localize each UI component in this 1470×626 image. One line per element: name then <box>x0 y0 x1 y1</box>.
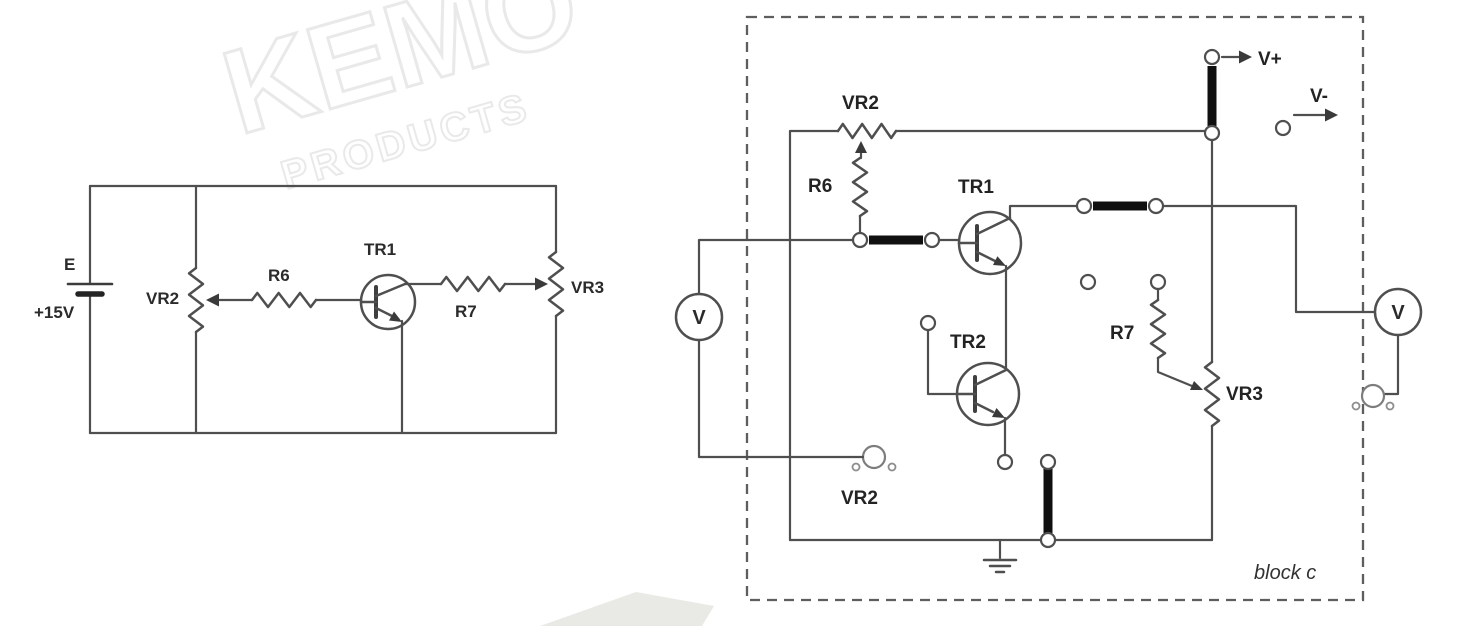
right-voltmeter-label: V <box>1391 302 1405 324</box>
r6-label: R6 <box>268 266 290 285</box>
r6-resistor-zigzag <box>250 291 318 309</box>
v-minus-arrowhead <box>1325 108 1338 122</box>
right-voltmeter-body <box>1373 287 1423 337</box>
bottom-link-bar-group <box>1039 453 1057 549</box>
tr2-emitter-lead <box>973 401 995 414</box>
ground-symbol <box>982 538 1018 574</box>
tr1-transistor-symbol <box>359 273 417 331</box>
left-meter-top-wire <box>697 238 855 296</box>
block-diagram: V+ V- VR3 VR2 R6 <box>674 15 1423 602</box>
tr2-base-terminal <box>919 314 937 332</box>
v-plus-terminal <box>1203 48 1221 66</box>
v-plus-label: V+ <box>1258 49 1282 70</box>
tr1-collector-up-wire <box>1008 204 1079 220</box>
vr2-top-zigzag <box>836 122 898 140</box>
vr3-pot-pin-right <box>1385 401 1395 411</box>
left-voltmeter-label: V <box>692 307 706 329</box>
right-meter-bottom-wire <box>1382 333 1400 396</box>
vr2-wiper-arrowhead <box>206 293 219 307</box>
vr3-pot-pin-left <box>1351 401 1361 411</box>
r6-zigzag-block <box>851 156 869 218</box>
block-dashed-border <box>745 15 1365 602</box>
r6-label-block: R6 <box>808 176 832 197</box>
v-minus-terminal-group: V- <box>1274 86 1338 137</box>
top-link-bar-lower-terminal <box>1203 124 1221 142</box>
base-link-left-terminal <box>851 231 869 249</box>
tr1-label: TR1 <box>364 240 396 259</box>
vr3-pot-body-group <box>1351 383 1395 411</box>
collector-link-right-terminal <box>1147 197 1165 215</box>
scan-smudge <box>540 592 714 626</box>
vr3-wiper-arrowhead-block <box>1190 381 1203 390</box>
vr2-bottom-label: VR2 <box>841 488 878 509</box>
tr1-emitter-arrowhead <box>389 311 402 322</box>
left-voltmeter-group: V <box>674 238 865 459</box>
tr2-base-terminal-wire <box>926 328 959 396</box>
vr2-pot-pin-left <box>851 462 861 472</box>
collector-link-bar-group <box>1075 197 1165 215</box>
tr1-label-block: TR1 <box>958 177 994 198</box>
vr3-resistor-zigzag-block <box>1203 360 1221 428</box>
vr2-pot-pin-right <box>887 462 897 472</box>
block-c-label: block c <box>1254 562 1316 584</box>
tr1-collector-lead <box>374 282 407 298</box>
base-link-bar-group <box>851 231 941 249</box>
v-minus-label: V- <box>1310 86 1328 107</box>
tr1-emitter-lead-block <box>975 250 997 263</box>
vr3-label: VR3 <box>571 278 604 297</box>
vr3-wiper-arrowhead <box>535 277 548 291</box>
v-plus-terminal-group: V+ <box>1203 48 1282 70</box>
vr3-pot-body <box>1360 383 1386 409</box>
vr2-top-label: VR2 <box>842 93 879 114</box>
tr2-emitter-arrowhead <box>992 408 1005 418</box>
tr2-collector-lead <box>973 368 1008 387</box>
left-voltmeter-body <box>674 292 724 342</box>
vr2-label: VR2 <box>146 289 179 308</box>
tr2-label: TR2 <box>950 332 986 353</box>
battery-label: E <box>64 255 75 274</box>
tr1-emitter-arrowhead-block <box>993 256 1006 266</box>
v-plus-arrowhead <box>1239 50 1252 64</box>
base-link-right-terminal <box>923 231 941 249</box>
battery-symbol <box>66 282 114 297</box>
bottom-link-top-terminal <box>1039 453 1057 471</box>
vr2-pot-body-group: VR2 <box>841 444 897 509</box>
tr1-transistor-block <box>957 210 1023 276</box>
vr2-top-pot-group: VR2 <box>836 93 898 160</box>
v-minus-terminal <box>1274 119 1292 137</box>
collector-link-left-terminal <box>1075 197 1093 215</box>
tr1-collector-lead-block <box>975 216 1012 236</box>
collector-to-right-meter-wire <box>1161 204 1377 314</box>
r7-label-block: R7 <box>1110 323 1134 344</box>
vr2-resistor-zigzag <box>187 266 205 334</box>
vr3-label-block: VR3 <box>1226 384 1263 405</box>
vr3-resistor-zigzag <box>547 250 565 318</box>
tr2-emitter-terminal <box>996 453 1014 471</box>
tr2-transistor-block <box>955 361 1021 427</box>
r7-to-vr3-wiper-line <box>1156 356 1194 388</box>
vr2-left-lead-wire <box>788 129 840 542</box>
bottom-link-bottom-terminal <box>1039 531 1057 549</box>
r7-resistor-zigzag <box>439 275 507 293</box>
left-meter-bottom-wire <box>697 338 865 459</box>
watermark: KEMO PRODUCTS <box>208 0 594 199</box>
right-voltmeter-group: V <box>1373 287 1423 396</box>
supply-voltage-label: +15V <box>34 303 75 322</box>
left-schematic: E +15V VR2 R6 TR1 R7 VR3 <box>34 184 604 435</box>
r7-top-terminal <box>1149 273 1167 291</box>
r7-zigzag-block <box>1149 298 1167 360</box>
spare-terminal <box>1079 273 1097 291</box>
r7-label: R7 <box>455 302 477 321</box>
vr2-pot-body <box>861 444 887 470</box>
vr2-top-wiper-arrowhead <box>855 141 867 153</box>
